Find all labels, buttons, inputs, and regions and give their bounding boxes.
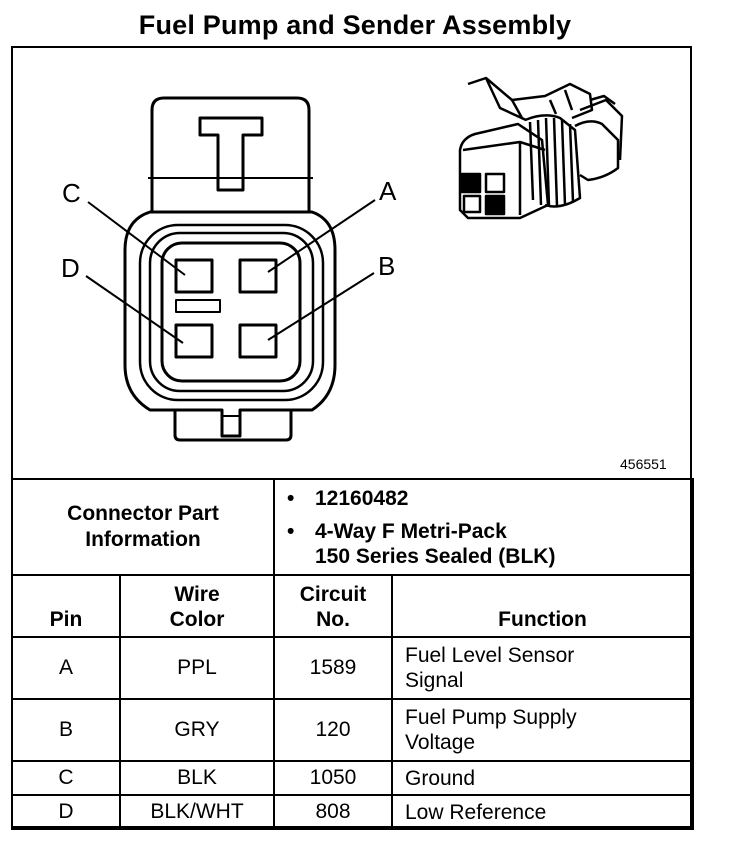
seal-ring-middle (148, 231, 315, 393)
cavity-b (238, 323, 278, 359)
connector-part-label: Connector Part Information (11, 478, 275, 576)
column-header-function: Function (390, 574, 695, 638)
diagram-title: Fuel Pump and Sender Assembly (138, 10, 572, 40)
connector-info-table: Connector Part Information • 12160482 • 4-… (11, 478, 695, 830)
connector-description-1: 4-Way F Metri-Pack (315, 519, 507, 543)
table-row: C BLK 1050 Ground (11, 760, 695, 796)
wire-color-cell: PPL (119, 636, 275, 700)
wire-color-cell: BLK (119, 760, 275, 796)
cavity-d (174, 323, 214, 359)
connector-description-2: 150 Series Sealed (BLK) (315, 544, 556, 568)
cavity-c (174, 258, 214, 294)
circuit-cell: 1050 (273, 760, 393, 796)
pin-cell: A (11, 636, 121, 700)
pin-label-b: B (378, 251, 396, 281)
connector-body (123, 210, 337, 438)
pin-label-d: D (61, 253, 80, 283)
polarizing-rib (175, 299, 221, 313)
circuit-cell: 120 (273, 698, 393, 762)
connector-part-values: • 12160482 • 4-Way F Metri-Pack 150 Series… (272, 478, 695, 576)
wire-color-cell: BLK/WHT (119, 794, 275, 830)
column-header-pin: Pin (11, 574, 121, 638)
leader-d (85, 275, 184, 344)
pin-cell: D (11, 794, 121, 830)
pin-label-c: C (62, 178, 81, 208)
bullet-icon: • (287, 519, 295, 543)
circuit-cell: 1589 (273, 636, 393, 700)
part-number: 12160482 (315, 486, 409, 510)
latch-tab (198, 116, 264, 192)
wire-color-cell: GRY (119, 698, 275, 762)
latch-housing (150, 96, 311, 212)
figure-number: 456551 (620, 456, 667, 472)
leader-b (267, 272, 375, 341)
function-cell: Ground (390, 760, 695, 796)
pin-label-a: A (379, 176, 397, 206)
leader-a (267, 199, 376, 273)
seal-ring-inner (160, 241, 302, 383)
circuit-cell: 808 (273, 794, 393, 830)
cavity-a (238, 258, 278, 294)
bullet-icon: • (287, 486, 295, 510)
leader-c (87, 201, 186, 276)
connector-diagram (85, 76, 624, 442)
function-cell: Low Reference (390, 794, 695, 830)
table-row: D BLK/WHT 808 Low Reference (11, 794, 695, 830)
connector-part-row: Connector Part Information • 12160482 • 4-… (11, 478, 695, 576)
pin-cell: C (11, 760, 121, 796)
pin-cell: B (11, 698, 121, 762)
lower-key (173, 410, 293, 442)
connector-3d-sketch (458, 76, 624, 220)
